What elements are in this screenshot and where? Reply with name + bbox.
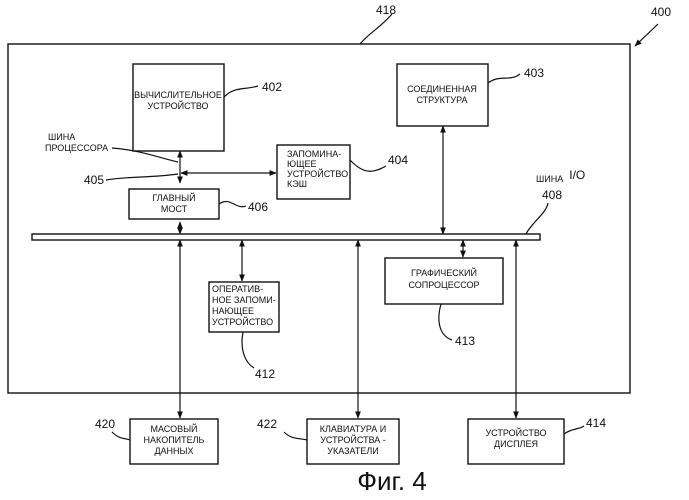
gpu-label-line: СОПРОЦЕССОР: [408, 280, 479, 290]
input-leader: [284, 432, 307, 440]
interconnect-block: СОЕДИНЕННАЯСТРУКТУРА: [397, 64, 488, 126]
cache-label-line: КЭШ: [287, 179, 307, 189]
host-bridge-ref: 406: [248, 200, 268, 214]
cpu-label-line: ВЫЧИСЛИТЕЛЬНОЕ: [134, 90, 222, 100]
input-label-line: УСТРОЙСТВА -: [320, 434, 386, 445]
gpu-ref: 413: [455, 334, 475, 348]
system-ref: 400: [651, 5, 671, 19]
storage-label-line: НАКОПИТЕЛЬ: [144, 435, 205, 445]
gpu-label-line: ГРАФИЧЕСКИЙ: [411, 267, 477, 278]
input-label-line: УКАЗАТЕЛИ: [327, 446, 378, 456]
ram-label-line: УСТРОЙСТВО: [212, 316, 273, 327]
figure-caption: Фиг. 4: [357, 466, 427, 496]
cache-label-line: ЮЩЕЕ: [287, 159, 317, 169]
storage-leader: [112, 432, 130, 440]
cache-label-line: УСТРОЙСТВО: [287, 168, 348, 179]
cpu-block: ВЫЧИСЛИТЕЛЬНОЕУСТРОЙСТВО: [133, 64, 224, 151]
input-label-line: КЛАВИАТУРА И: [320, 424, 387, 434]
svg-text:КЛАВИАТУРА ИУСТРОЙСТВА -УКАЗАТ: КЛАВИАТУРА ИУСТРОЙСТВА -УКАЗАТЕЛИ: [320, 424, 387, 456]
host-bridge-label-line: МОСТ: [161, 204, 188, 214]
storage-block: МАСОВЫЙНАКОПИТЕЛЬДАННЫХ: [130, 419, 218, 464]
host-bridge-block: ГЛАВНЫЙМОСТ: [129, 189, 219, 219]
gpu-leader: [439, 304, 452, 340]
system-ref-arrow: [635, 24, 658, 46]
system-enclosure: [8, 44, 630, 393]
cpu-label-line: УСТРОЙСТВО: [147, 100, 208, 111]
io-bus-label-suffix: I/O: [569, 168, 585, 182]
cache-block: ЗАПОМИНА-ЮЩЕЕУСТРОЙСТВОКЭШ: [277, 145, 350, 199]
cache-label-line: ЗАПОМИНА-: [287, 149, 341, 159]
enclosure-leader: [360, 14, 392, 44]
interconnect-ref: 403: [524, 66, 544, 80]
display-label-line: ДИСПЛЕЯ: [494, 439, 538, 449]
display-block: УСТРОЙСТВОДИСПЛЕЯ: [468, 419, 564, 464]
host-bridge-leader: [219, 201, 246, 206]
cpu-ref: 402: [262, 80, 282, 94]
ram-label-line: НАЮЩЕЕ: [212, 306, 254, 316]
ram-label-line: НОЕ ЗАПОМИ-: [212, 295, 276, 305]
gpu-block: ГРАФИЧЕСКИЙ СОПРОЦЕССОР: [385, 258, 503, 304]
io-bus-leader: [526, 203, 548, 234]
svg-text:ШИНАПРОЦЕССОРА: ШИНАПРОЦЕССОРА: [45, 132, 108, 153]
input-devices-block: КЛАВИАТУРА ИУСТРОЙСТВА -УКАЗАТЕЛИ: [307, 419, 399, 464]
ram-leader: [242, 332, 254, 368]
storage-label-line: ДАННЫХ: [154, 446, 193, 456]
enclosure-ref: 418: [376, 3, 396, 17]
processor-bus-label-line: ПРОЦЕССОРА: [45, 143, 108, 153]
ram-label-line: ОПЕРАТИВ-: [212, 284, 263, 294]
io-bus: [32, 234, 540, 240]
cpu-leader: [224, 86, 258, 97]
processor-bus-ref-leader: [106, 174, 178, 180]
svg-text:СОЕДИНЕННАЯСТРУКТУРА: СОЕДИНЕННАЯСТРУКТУРА: [407, 84, 477, 105]
interconnect-label-line: СОЕДИНЕННАЯ: [407, 84, 477, 94]
display-label-line: УСТРОЙСТВО: [485, 427, 546, 438]
processor-bus-label-line: ШИНА: [48, 132, 75, 142]
host-bridge-label-line: ГЛАВНЫЙ: [152, 192, 195, 203]
cache-leader: [350, 160, 386, 171]
ram-ref: 412: [255, 367, 275, 381]
interconnect-label-line: СТРУКТУРА: [416, 95, 467, 105]
io-bus-label: ШИНА: [536, 174, 563, 184]
display-leader: [564, 426, 584, 434]
processor-bus-ref: 405: [84, 173, 104, 187]
display-ref: 414: [586, 416, 606, 430]
input-ref: 422: [257, 417, 277, 431]
storage-label-line: МАСОВЫЙ: [150, 423, 197, 434]
interconnect-leader: [488, 74, 520, 83]
cache-ref: 404: [388, 153, 408, 167]
svg-text:ШИНАI/O: ШИНА I/O: [536, 168, 585, 184]
storage-ref: 420: [95, 417, 115, 431]
io-bus-ref: 408: [542, 188, 562, 202]
ram-block: ОПЕРАТИВ-НОЕ ЗАПОМИ-НАЮЩЕЕУСТРОЙСТВО: [209, 282, 279, 332]
